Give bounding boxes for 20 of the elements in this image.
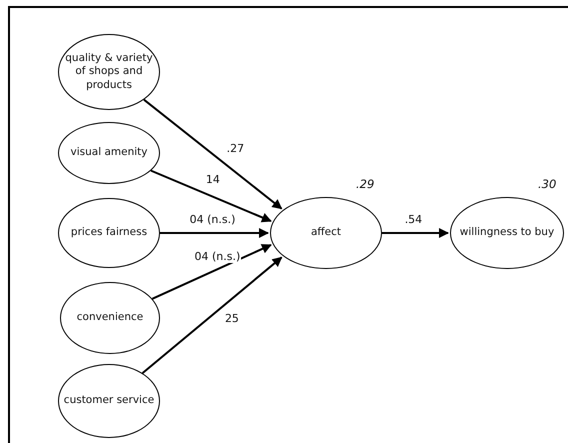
edge-label: .27 [226, 142, 246, 155]
arrow [382, 228, 449, 238]
arrow [150, 170, 272, 222]
construct-label: prices fairness [70, 226, 148, 240]
construct-label: affect [310, 226, 342, 240]
construct-label: willingness to buy [458, 226, 556, 240]
arrow [143, 98, 282, 210]
edge-label: .54 [404, 213, 424, 226]
edge-label: 04 (n.s.) [188, 213, 236, 226]
construct-label: visual amenity [70, 146, 148, 160]
r-squared-value: .29 [356, 177, 374, 191]
edge-label: 25 [224, 312, 240, 325]
r-squared-value: .30 [538, 177, 556, 191]
construct-label: customer service [62, 394, 156, 408]
arrow [160, 228, 269, 238]
arrow [152, 244, 272, 300]
construct-label: quality & variety of shops and products [64, 52, 154, 92]
arrow [142, 256, 282, 374]
edge-label: 04 (n.s.) [193, 250, 242, 264]
construct-label: convenience [76, 311, 144, 325]
